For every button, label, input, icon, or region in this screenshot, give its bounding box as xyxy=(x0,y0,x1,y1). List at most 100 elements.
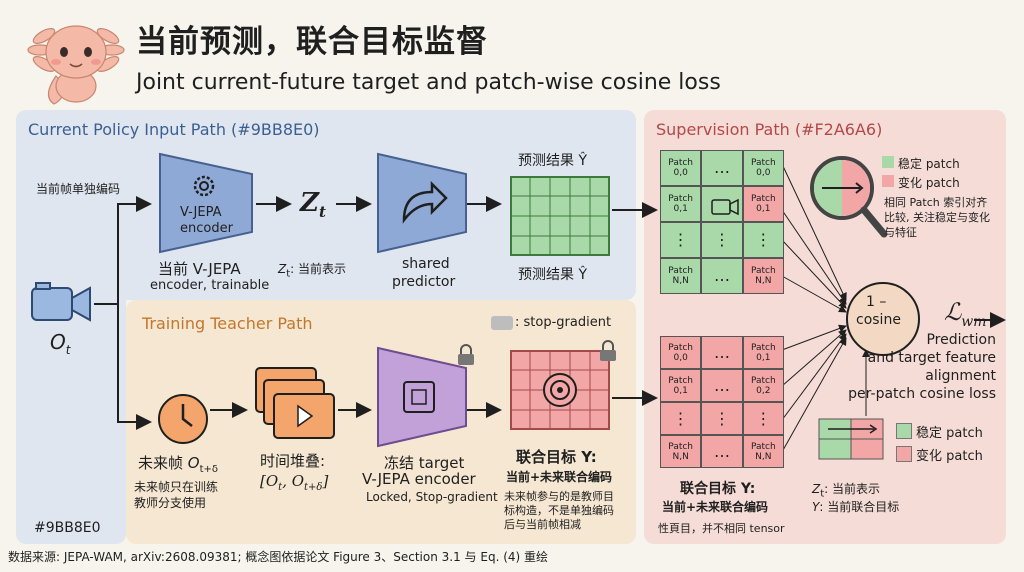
legend-note-2: 比较, 关注稳定与变化 xyxy=(884,211,990,224)
patch-cell: ⋮ xyxy=(742,402,784,435)
patch-cell: ⋮ xyxy=(742,222,784,258)
patch-cell: … xyxy=(701,435,743,468)
patch-cell: Patch N,N xyxy=(660,435,702,468)
stack-formula: [Ot, Ot+δ] xyxy=(260,472,329,493)
teacher-panel-title: Training Teacher Path xyxy=(142,314,313,333)
patch-cell: Patch N,N xyxy=(742,258,784,294)
page-title: 当前预测，联合目标监督 xyxy=(136,24,488,60)
lock-icon-target xyxy=(600,340,616,361)
patch-cell: Patch N,N xyxy=(742,435,784,468)
footer-source: 数据来源: JEPA-WAM, arXiv:2608.09381; 概念图依据论… xyxy=(8,550,549,564)
future-note-1: 未来帧只在训练 xyxy=(134,480,219,494)
frozen-label-1: 冻结 target xyxy=(384,454,465,472)
legend-stable-label: 稳定 patch xyxy=(898,157,960,171)
patch-cell: ⋮ xyxy=(701,402,743,435)
patch-cell: ⋮ xyxy=(660,222,702,258)
patch-cell: ⋮ xyxy=(701,222,743,258)
joint-target-grid xyxy=(510,350,610,430)
patch-cell: Patch 0,0 xyxy=(742,150,784,186)
patch-cell: Patch 0,0 xyxy=(660,336,702,369)
notation-y: Y: 当前联合目标 xyxy=(812,500,900,514)
legend2-changing-label: 变化 patch xyxy=(916,449,983,464)
patch-cell: Patch 0,1 xyxy=(660,186,702,222)
patch-cell: Patch 0,2 xyxy=(742,369,784,402)
vjepa-encoder-block xyxy=(159,152,253,254)
legend2-stable-label: 稳定 patch xyxy=(916,426,983,441)
joint-target-note-3: 后与当前帧相减 xyxy=(504,518,581,531)
cosine-node-line-1: 1 – xyxy=(866,294,887,310)
loss-desc-1: Prediction xyxy=(926,332,996,348)
stop-gradient-label: : stop-gradient xyxy=(515,315,612,330)
input-frame-symbol: Ot xyxy=(50,330,71,357)
gear-icon xyxy=(193,175,215,197)
patch-cell: … xyxy=(701,258,743,294)
frozen-label-2: V-JEPA encoder xyxy=(362,470,476,488)
legend2-changing-swatch xyxy=(896,446,912,462)
encoder-caption-cn: 当前 V-JEPA xyxy=(158,260,241,278)
patch-cell: ⋮ xyxy=(660,402,702,435)
prediction-label-bottom: 预测结果 Ŷ xyxy=(518,267,588,283)
legend-stable-swatch xyxy=(882,156,894,168)
film-stack-icon xyxy=(255,367,335,439)
patch-cell: Patch 0,0 xyxy=(660,150,702,186)
loss-desc-4: per-patch cosine loss xyxy=(848,386,996,402)
clock-icon xyxy=(158,394,208,444)
target-grid-label: 联合目标 Y: xyxy=(680,481,756,497)
patch-cell: Patch N,N xyxy=(660,258,702,294)
latent-symbol: Zt xyxy=(300,188,326,222)
joint-target-label: 联合目标 Y: xyxy=(516,448,597,466)
predictor-caption-2: predictor xyxy=(392,274,456,290)
encoder-caption-en: encoder, trainable xyxy=(150,278,270,293)
prediction-label-top: 预测结果 Ŷ xyxy=(518,153,588,169)
page-subtitle: Joint current-future target and patch-wi… xyxy=(136,70,721,95)
shared-predictor-block xyxy=(377,152,467,254)
legend2-stable-swatch xyxy=(896,423,912,439)
legend-note-3: 与特征 xyxy=(884,226,917,239)
camera-icon xyxy=(31,282,91,322)
latent-caption: Zt: 当前表示 xyxy=(278,262,347,280)
current-policy-panel-left-column xyxy=(16,290,126,544)
joint-target-note-1: 未来帧参与的是教师目 xyxy=(504,490,614,503)
legend-note-1: 相同 Patch 索引对齐 xyxy=(884,196,988,209)
corner-color-label: #9BB8E0 xyxy=(34,520,101,536)
stack-label: 时间堆叠: xyxy=(260,452,326,470)
magnifier-icon xyxy=(810,156,888,238)
loss-symbol: ℒwm xyxy=(944,298,987,330)
patch-cell: … xyxy=(701,336,743,369)
joint-target-sub: 当前+未来联合编码 xyxy=(506,470,613,484)
patch-cell: Patch 0,1 xyxy=(660,369,702,402)
future-note-2: 教师分支使用 xyxy=(134,496,207,510)
patch-cell: Patch 0,1 xyxy=(742,186,784,222)
encoder-name-2: encoder xyxy=(180,221,233,236)
patch-cell: … xyxy=(701,150,743,186)
frozen-encoder-block xyxy=(377,346,467,448)
predictor-caption-1: shared xyxy=(402,256,450,272)
frozen-label-3: Locked, Stop-gradient xyxy=(366,490,498,504)
legend-changing-swatch xyxy=(882,175,894,187)
axolotl-mascot-icon xyxy=(27,25,125,105)
input-label: 当前帧单独编码 xyxy=(36,182,121,196)
stop-gradient-swatch xyxy=(491,316,513,330)
legend-changing-label: 变化 patch xyxy=(898,176,960,190)
camera-icon-small xyxy=(711,198,739,216)
joint-target-note-2: 标构造，不是单独编码 xyxy=(504,504,614,517)
loss-desc-2: and target feature xyxy=(867,350,996,366)
supervision-panel-title: Supervision Path (#F2A6A6) xyxy=(656,120,883,139)
patch-cell: … xyxy=(701,369,743,402)
lock-icon xyxy=(458,344,474,365)
mini-patch-legend xyxy=(818,418,884,460)
cosine-loss-node xyxy=(846,282,920,356)
target-grid-note: 性頁目，并不相同 tensor xyxy=(658,522,785,535)
notation-z: Zt: 当前表示 xyxy=(812,482,881,500)
cosine-node-line-2: cosine xyxy=(856,312,901,328)
target-grid-sub: 当前+未来联合编码 xyxy=(662,500,769,514)
prediction-grid xyxy=(510,176,610,256)
encoder-name: V-JEPA xyxy=(180,205,222,220)
loss-desc-3: alignment xyxy=(925,368,996,384)
patch-cell: Patch 0,1 xyxy=(742,336,784,369)
patch-cell xyxy=(701,186,743,222)
future-frame-label: 未来帧 Ot+δ xyxy=(138,454,219,475)
